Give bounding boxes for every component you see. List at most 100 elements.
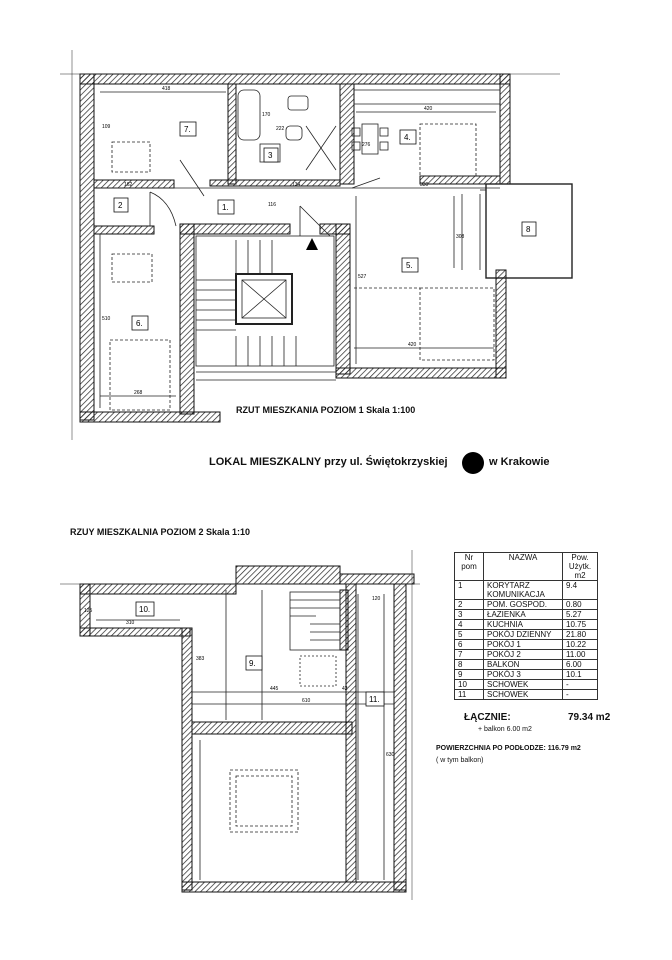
- level1-caption: RZUT MIESZKANIA POZIOM 1 Skala 1:100: [236, 405, 416, 415]
- room-label-8: 8: [526, 225, 531, 234]
- header-name: NAZWA: [483, 552, 563, 581]
- plan-level1: [79, 73, 511, 423]
- level2-caption: RZUY MIESZKALNIA POZIOM 2 Skala 1:10: [70, 527, 251, 537]
- dim-text: 162: [124, 182, 133, 188]
- wall-room7-right: [227, 83, 237, 185]
- dimensions-level1: 418 170 420 276 162 134 330 116 527 510 …: [102, 86, 465, 396]
- cell-name: SCHOWEK: [483, 679, 563, 690]
- balcony-note: + balkon 6.00 m2: [478, 726, 532, 733]
- wall-top: [79, 73, 511, 85]
- room7-bed: [111, 141, 151, 173]
- wall-corridor-top: [209, 179, 341, 187]
- wall-bottom-left: [79, 411, 221, 423]
- room-label-2: 2: [118, 201, 123, 210]
- dim-text: 420: [408, 342, 417, 348]
- cell-nr: 1: [454, 580, 484, 600]
- dim-text: 330: [420, 182, 429, 188]
- wall-room5-top: [319, 223, 351, 235]
- cell-name: BALKON: [483, 659, 563, 670]
- stair-steps: [196, 240, 297, 366]
- wall-room6-top: [93, 225, 155, 235]
- dim-text: 610: [302, 698, 311, 704]
- wall-stair-top: [179, 223, 291, 235]
- cell-name: SCHOWEK: [483, 689, 563, 700]
- room-label-7: 7.: [184, 125, 191, 134]
- cell-nr: 9: [454, 669, 484, 680]
- cell-area: -: [562, 679, 598, 690]
- cell-area: 10.22: [562, 639, 598, 650]
- dim-text: 527: [358, 274, 367, 280]
- dim-text: 308: [456, 234, 465, 240]
- dim-text: 109: [102, 124, 111, 130]
- cell-name: POKÓJ 1: [483, 639, 563, 650]
- bathtub: [237, 89, 261, 141]
- dim-text: 125: [84, 608, 93, 614]
- plan-level1-lines: [60, 50, 573, 440]
- cell-area: 21.80: [562, 629, 598, 640]
- cell-area: 9.4: [562, 580, 598, 600]
- wall-stair-left: [179, 223, 195, 415]
- room-label-4: 4.: [404, 133, 411, 142]
- room-label-9: 9.: [249, 659, 256, 668]
- cell-nr: 4: [454, 619, 484, 630]
- cell-nr: 3: [454, 609, 484, 620]
- stair-l2: [289, 591, 341, 651]
- wall-bath-right: [339, 83, 355, 185]
- elevator-shaft: [235, 273, 293, 325]
- wall-l2-stair: [339, 589, 349, 651]
- wall-l2-mid: [191, 721, 353, 735]
- cell-nr: 2: [454, 599, 484, 610]
- cell-name: POKÓJ 2: [483, 649, 563, 660]
- dim-text: 134: [292, 182, 301, 188]
- room-label-5: 5.: [406, 261, 413, 270]
- total-value: 79.34 m2: [568, 712, 611, 723]
- kitchen-bed-outline: [419, 123, 477, 177]
- cell-name: ŁAZIENKA: [483, 609, 563, 620]
- room9-furniture: [299, 655, 337, 687]
- staircase-outline: [195, 235, 335, 367]
- dimensions-level2: 310 445 610 383 120 125 630 42: [84, 596, 395, 758]
- sink: [285, 125, 303, 141]
- skylight: [235, 775, 293, 827]
- cell-name: POKÓJ 3: [483, 669, 563, 680]
- total-label: ŁĄCZNIE:: [464, 712, 511, 723]
- cell-name: KUCHNIA: [483, 619, 563, 630]
- header-area: Pow. Użytk. m2: [562, 552, 598, 581]
- wall-l2-left: [181, 627, 193, 891]
- dim-text: 420: [424, 106, 433, 112]
- cell-nr: 5: [454, 629, 484, 640]
- wall-kitchen-bottom: [419, 175, 501, 185]
- room-label-10: 10.: [139, 605, 150, 614]
- toilet: [287, 95, 309, 111]
- wall-l2-bottom: [181, 881, 407, 893]
- room-label-3: 3: [268, 151, 273, 160]
- dim-text: 310: [126, 620, 135, 626]
- dining-table: [361, 123, 379, 155]
- cell-area: 10.1: [562, 669, 598, 680]
- dim-text: 418: [162, 86, 171, 92]
- wall-l2-top-right: [339, 573, 415, 585]
- document-title-city: w Krakowie: [489, 456, 550, 468]
- room-label-11: 11.: [369, 695, 380, 704]
- balcony-8: [485, 183, 573, 279]
- wall-room7-bottom: [93, 179, 175, 189]
- cell-area: 10.75: [562, 619, 598, 630]
- dim-text: 120: [372, 596, 381, 602]
- wall-l2-right: [393, 583, 407, 891]
- dim-text: 510: [102, 316, 111, 322]
- cell-area: 0.80: [562, 599, 598, 610]
- dim-text: 222: [276, 126, 285, 132]
- cell-area: -: [562, 689, 598, 700]
- wall-l2-top: [79, 583, 237, 595]
- floor-area-note: ( w tym balkon): [436, 757, 484, 764]
- wall-l2-top-mid: [235, 565, 341, 585]
- room-label-6: 6.: [136, 319, 143, 328]
